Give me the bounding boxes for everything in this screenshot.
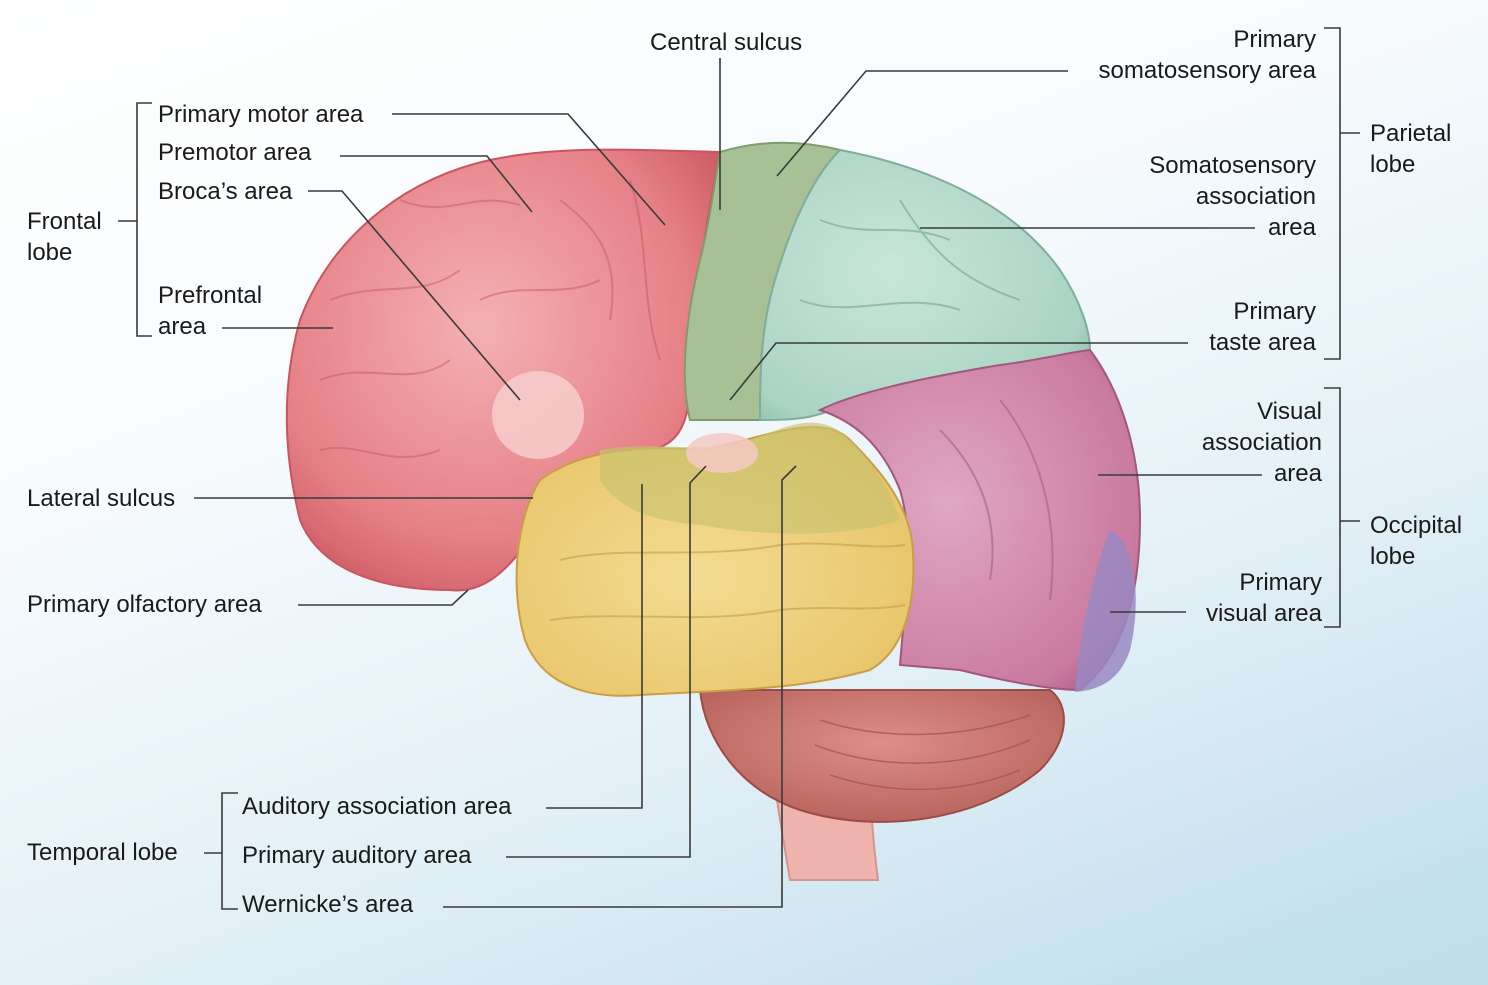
leader-primary-auditory	[506, 465, 707, 858]
bracket-occipital	[1324, 387, 1360, 628]
label-visual-association-area: Visual association area	[1201, 398, 1322, 487]
leader-brocas	[308, 190, 521, 401]
leader-primary-somatosensory	[776, 70, 1068, 177]
label-occipital-lobe: Occipital lobe	[1370, 512, 1463, 570]
leader-lines	[194, 58, 1262, 908]
leader-premotor	[340, 155, 533, 213]
label-frontal-lobe: Frontal lobe	[27, 208, 102, 266]
label-lateral-sulcus: Lateral sulcus	[27, 485, 176, 512]
label-somatosensory-association-area: Somatosensory association area	[1149, 152, 1316, 241]
label-prefrontal-area: Prefrontal area	[158, 282, 263, 340]
leader-olfactory	[298, 589, 469, 606]
label-parietal-lobe: Parietal lobe	[1370, 120, 1452, 178]
leader-primary-motor	[392, 113, 666, 226]
label-brocas-area: Broca’s area	[158, 178, 293, 205]
label-central-sulcus: Central sulcus	[650, 29, 803, 56]
leader-auditory-association	[546, 484, 643, 809]
cerebellum-shape	[698, 689, 1065, 823]
auditory-area-shape	[600, 422, 900, 534]
label-premotor-area: Premotor area	[158, 139, 312, 166]
leader-wernickes	[443, 465, 797, 908]
primary-auditory-highlight	[686, 433, 758, 473]
bracket-parietal	[1324, 27, 1360, 360]
label-primary-olfactory-area: Primary olfactory area	[27, 591, 262, 618]
primary-visual-area-shape	[1075, 530, 1136, 692]
label-auditory-association-area: Auditory association area	[242, 793, 512, 820]
label-temporal-lobe: Temporal lobe	[27, 839, 178, 866]
bracket-temporal	[204, 792, 238, 910]
label-primary-visual-area: Primary visual area	[1205, 569, 1322, 627]
lobe-brackets	[118, 27, 1360, 910]
label-primary-somatosensory-area: Primary somatosensory area	[1098, 26, 1316, 84]
bracket-frontal	[118, 102, 152, 337]
label-primary-taste-area: Primary taste area	[1209, 298, 1316, 356]
label-primary-auditory-area: Primary auditory area	[242, 842, 472, 869]
label-primary-motor-area: Primary motor area	[158, 101, 364, 128]
label-wernickes-area: Wernicke’s area	[242, 891, 414, 918]
leader-primary-taste	[729, 342, 1188, 401]
